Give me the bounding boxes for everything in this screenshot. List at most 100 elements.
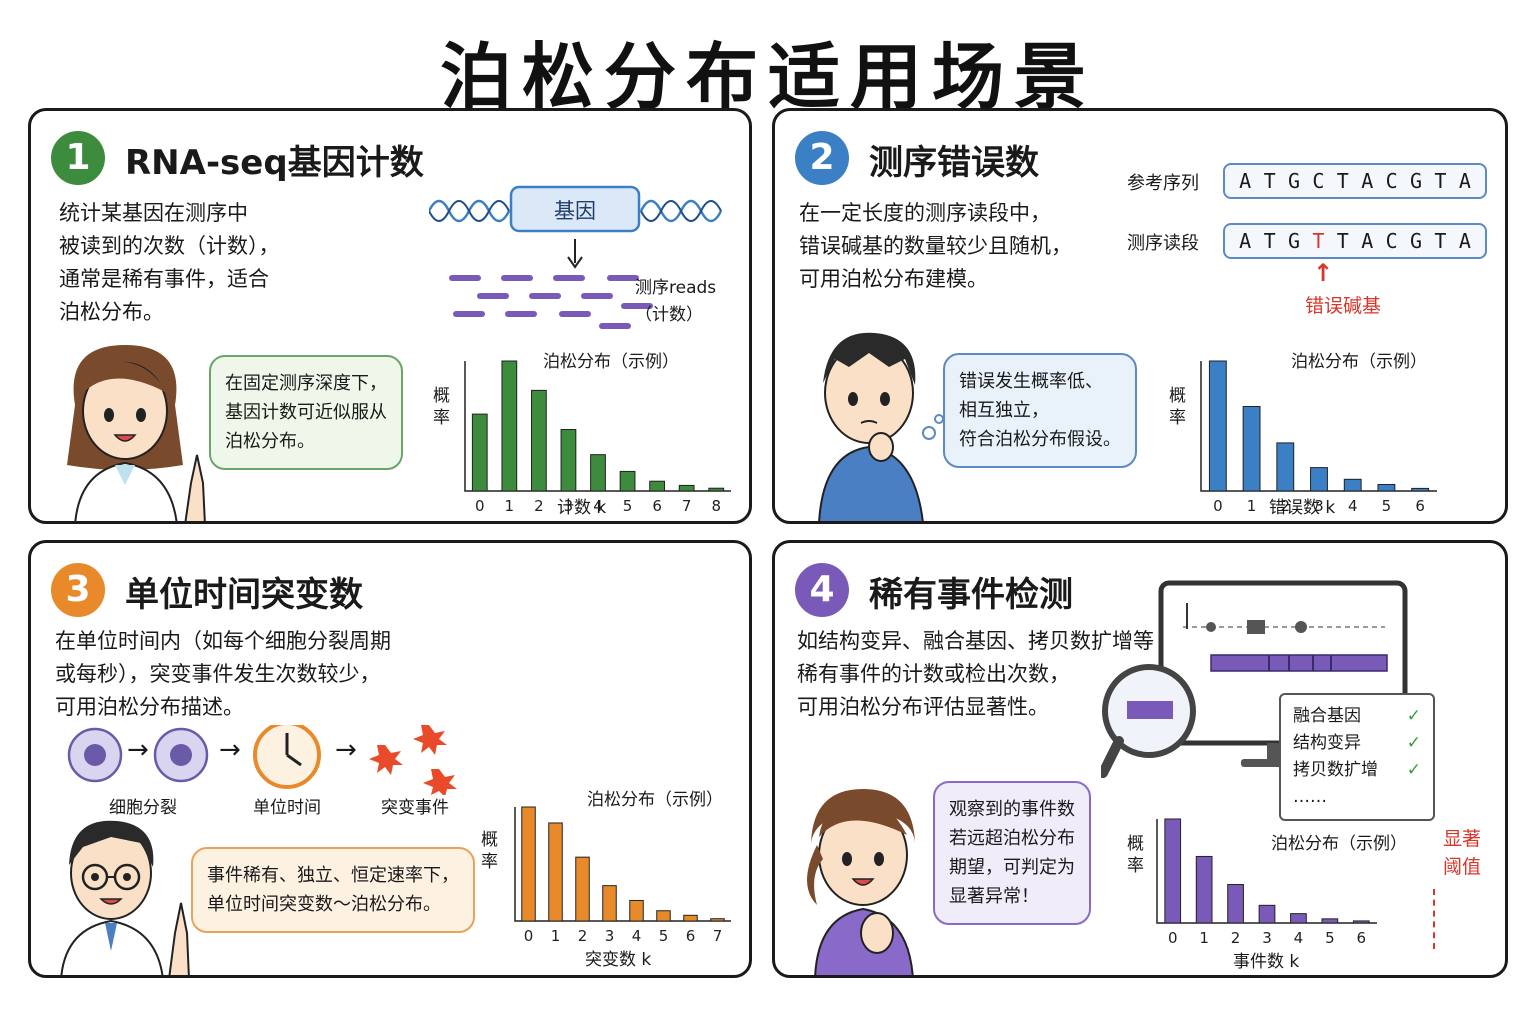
- chart-bar: [560, 428, 577, 492]
- y-axis-label: 概率: [1169, 386, 1186, 428]
- chart-title: 泊松分布（示例）: [587, 790, 723, 810]
- chart-tick-label: 3: [564, 497, 574, 515]
- chart-bar: [1164, 818, 1182, 924]
- chart-tick-label: 1: [1247, 497, 1257, 515]
- speech-bubble: 事件稀有、独立、恒定速率下，单位时间突变数～泊松分布。: [191, 847, 475, 933]
- reference-sequence-label: 参考序列: [1127, 173, 1199, 194]
- step-number-badge: 1: [51, 131, 105, 185]
- chart-bar: [1258, 904, 1276, 924]
- chart-tick-label: 0: [524, 927, 534, 945]
- y-axis-label: 概率: [1127, 834, 1144, 876]
- chart-tick-label: 5: [1325, 929, 1335, 947]
- chart-title: 泊松分布（示例）: [543, 352, 679, 372]
- chart-tick-label: 6: [1357, 929, 1367, 947]
- chart-bar: [602, 885, 617, 922]
- chart-bar: [683, 914, 698, 922]
- dna-strand-right-2: [640, 200, 722, 222]
- step-number-badge: 2: [795, 131, 849, 185]
- panel-description: 如结构变异、融合基因、拷贝数扩增等稀有事件的计数或检出次数，可用泊松分布评估显著…: [797, 629, 1154, 719]
- chart-bar: [1411, 487, 1430, 492]
- chart-bar: [708, 487, 725, 492]
- chart-bar: [1208, 360, 1227, 492]
- x-axis-label: 事件数 k: [1233, 952, 1300, 972]
- page-title: 泊松分布适用场景: [439, 35, 1096, 119]
- flow-arrow-icon: →: [219, 735, 241, 765]
- chart-bar: [1195, 855, 1213, 924]
- flow-arrow-icon: →: [335, 735, 357, 765]
- chart-bar: [590, 454, 606, 492]
- panel-mutation-count: 3 单位时间突变数 在单位时间内（如每个细胞分裂周期或每秒），突变事件发生次数较…: [28, 540, 752, 978]
- speech-bubble: 在固定测序深度下，基因计数可近似服从泊松分布。: [209, 355, 403, 470]
- dna-strand-left-2: [429, 200, 510, 222]
- panel-title: 测序错误数: [869, 143, 1039, 183]
- panel-rna-seq: 1 RNA-seq基因计数 统计某基因在测序中被读到的次数（计数），通常是稀有事…: [28, 108, 752, 524]
- chart-bar: [1242, 406, 1261, 492]
- chart-tick-label: 1: [551, 927, 561, 945]
- chart-bar: [656, 910, 671, 922]
- chart-bar: [619, 470, 636, 492]
- reads-label: 测序reads（计数）: [635, 278, 717, 325]
- chart-tick-label: 5: [1382, 497, 1392, 515]
- flow-label-cell-division: 细胞分裂: [109, 798, 177, 818]
- mutation-burst-icon: [369, 725, 457, 795]
- chart-bar: [548, 822, 563, 922]
- student-boy-illustration: [818, 332, 944, 521]
- chart-axis: [514, 807, 731, 922]
- gene-box: [509, 185, 641, 233]
- step-number-badge: 3: [51, 563, 105, 617]
- y-axis-label: 概率: [481, 830, 498, 872]
- x-axis-label: 计数 k: [557, 498, 607, 518]
- chart-bar: [710, 918, 725, 922]
- detection-checklist: 融合基因✓ 结构变异✓ 拷贝数扩增✓ ……: [1279, 693, 1435, 821]
- scientist-man-illustration: [60, 820, 190, 975]
- check-icon: ✓: [1406, 706, 1421, 726]
- speech-bubble: 错误发生概率低、相互独立，符合泊松分布假设。: [943, 353, 1137, 468]
- chart-tick-label: 0: [1213, 497, 1223, 515]
- panel-description: 在单位时间内（如每个细胞分裂周期或每秒），突变事件发生次数较少，可用泊松分布描述…: [55, 629, 391, 719]
- gene-reads-illustration: [429, 185, 723, 329]
- panel-description: 在一定长度的测序读段中，错误碱基的数量较少且随机，可用泊松分布建模。: [799, 201, 1072, 291]
- chart-axis: [464, 361, 731, 492]
- chart-bar: [531, 389, 547, 492]
- check-icon: ✓: [1406, 733, 1421, 753]
- chart-bar: [678, 484, 695, 492]
- chart-tick-label: 5: [659, 927, 669, 945]
- significance-threshold-label: 显著阈值: [1443, 828, 1482, 878]
- flow-label-unit-time: 单位时间: [253, 798, 321, 818]
- chart-bar: [1343, 478, 1362, 492]
- error-base-label: 错误碱基: [1305, 295, 1382, 317]
- x-axis-label: 错误数 k: [1269, 498, 1336, 518]
- sequencing-reads: [449, 275, 653, 329]
- chart-tick-label: 4: [632, 927, 642, 945]
- girl-illustration: [807, 789, 915, 975]
- scientist-woman-illustration: [67, 345, 206, 521]
- chart-tick-label: 3: [605, 927, 615, 945]
- chart-tick-label: 1: [505, 497, 515, 515]
- chart-bar: [649, 480, 666, 492]
- check-icon: ✓: [1406, 760, 1421, 780]
- chart-tick-label: 2: [1281, 497, 1291, 515]
- chart-tick-label: 3: [1314, 497, 1324, 515]
- chart-bar: [1290, 913, 1307, 924]
- chart-tick-label: 0: [1168, 929, 1178, 947]
- panel-rare-event-detection: 4 稀有事件检测 如结构变异、融合基因、拷贝数扩增等稀有事件的计数或检出次数，可…: [772, 540, 1508, 978]
- chart-tick-label: 4: [593, 497, 603, 515]
- chart-tick-label: 2: [1231, 929, 1241, 947]
- panel-sequencing-errors: 2 测序错误数 在一定长度的测序读段中，错误碱基的数量较少且随机，可用泊松分布建…: [772, 108, 1508, 524]
- chart-tick-label: 4: [1348, 497, 1358, 515]
- flow-arrow-icon: →: [127, 735, 149, 765]
- chart-tick-label: 2: [578, 927, 588, 945]
- chart-bar: [1352, 920, 1370, 924]
- panel-title: 单位时间突变数: [125, 575, 363, 615]
- chart-tick-label: 6: [686, 927, 696, 945]
- chart-bar: [1276, 442, 1295, 492]
- chart-bar: [471, 413, 488, 492]
- chart-tick-label: 7: [682, 497, 692, 515]
- chart-bar: [521, 806, 536, 922]
- chart-tick-label: 6: [652, 497, 662, 515]
- gene-label: 基因: [554, 199, 596, 223]
